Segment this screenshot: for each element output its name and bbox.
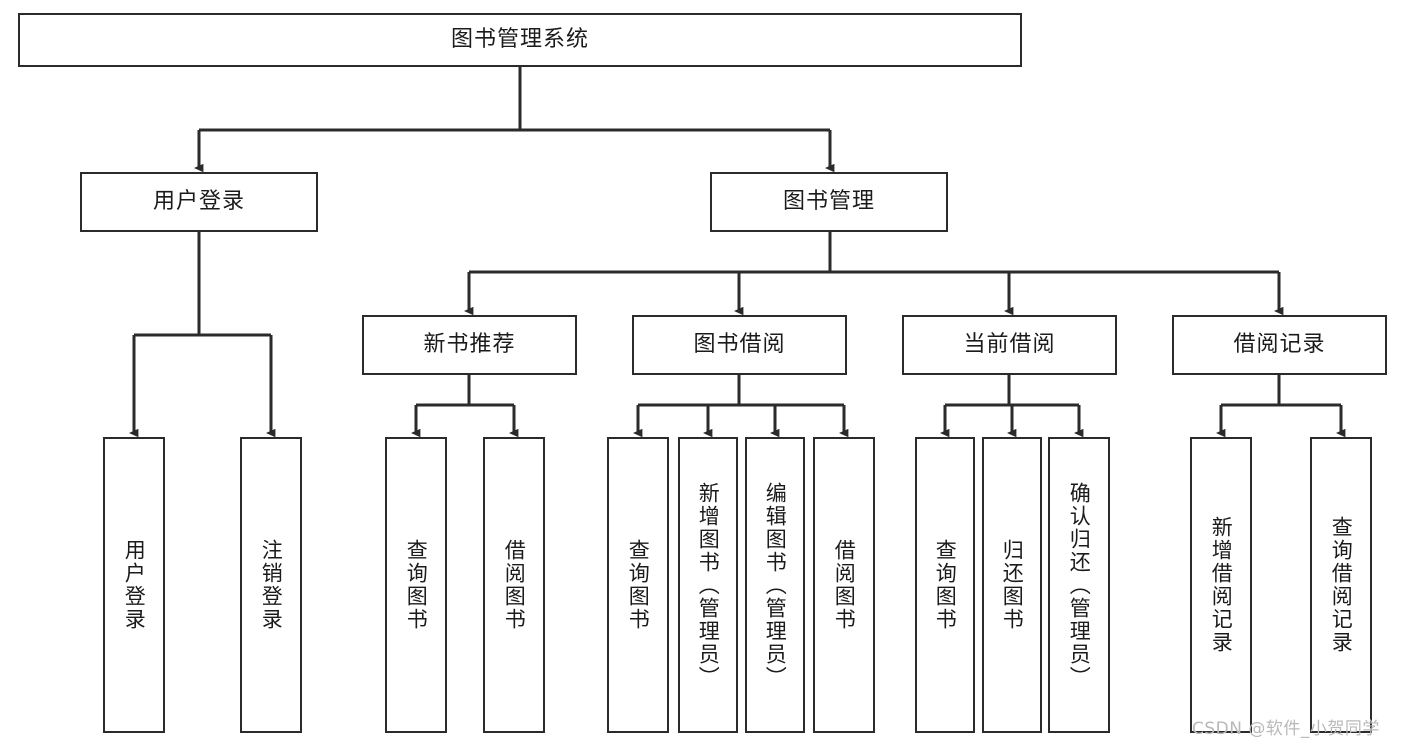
node-leaf-edit-book[interactable]: 编辑图书（管理员） <box>745 437 805 733</box>
node-new-book-rec[interactable]: 新书推荐 <box>362 315 577 375</box>
node-leaf-return-book[interactable]: 归还图书 <box>982 437 1042 733</box>
node-leaf-query-book-borrow[interactable]: 查询图书 <box>607 437 669 733</box>
node-leaf-add-record[interactable]: 新增借阅记录 <box>1190 437 1252 733</box>
node-leaf-borrow-book[interactable]: 借阅图书 <box>813 437 875 733</box>
node-leaf-user-login[interactable]: 用户登录 <box>103 437 165 733</box>
node-book-borrow[interactable]: 图书借阅 <box>632 315 847 375</box>
node-user-login[interactable]: 用户登录 <box>80 172 318 232</box>
csdn-watermark: CSDN @软件_小贺同学 <box>1192 719 1380 739</box>
node-leaf-logout[interactable]: 注销登录 <box>240 437 302 733</box>
node-book-manage[interactable]: 图书管理 <box>710 172 948 232</box>
node-leaf-confirm-return[interactable]: 确认归还（管理员） <box>1048 437 1110 733</box>
node-borrow-record[interactable]: 借阅记录 <box>1172 315 1387 375</box>
node-root[interactable]: 图书管理系统 <box>18 13 1022 67</box>
node-current-borrow[interactable]: 当前借阅 <box>902 315 1117 375</box>
node-leaf-borrow-book-rec[interactable]: 借阅图书 <box>483 437 545 733</box>
node-leaf-query-book-rec[interactable]: 查询图书 <box>385 437 447 733</box>
node-leaf-add-book[interactable]: 新增图书（管理员） <box>678 437 738 733</box>
node-leaf-query-book-current[interactable]: 查询图书 <box>915 437 975 733</box>
node-leaf-query-record[interactable]: 查询借阅记录 <box>1310 437 1372 733</box>
